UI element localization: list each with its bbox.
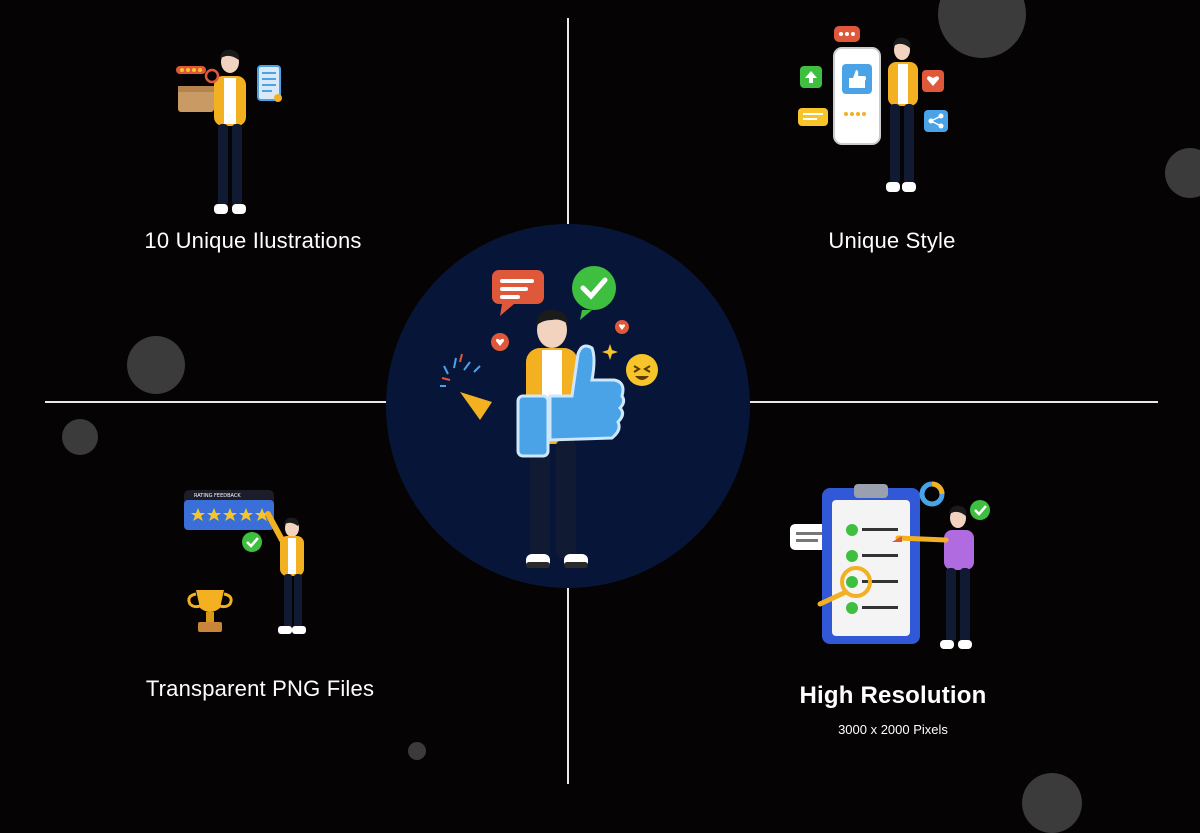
divider-horizontal-right xyxy=(750,401,1158,403)
man-thumbs-up-icon xyxy=(440,266,658,568)
divider-vertical-top xyxy=(567,18,569,224)
feature-subtitle-resolution: 3000 x 2000 Pixels xyxy=(838,722,948,737)
feature-title-illustrations: 10 Unique Ilustrations xyxy=(144,228,362,253)
woman-with-clipboard-checklist-icon xyxy=(790,481,990,649)
man-rating-stars-trophy-icon: RATING FEEDBACK xyxy=(184,490,306,634)
divider-vertical-bottom xyxy=(567,588,569,784)
decor-bubble xyxy=(62,419,98,455)
divider-horizontal-left xyxy=(45,401,386,403)
feature-title-transparent-png: Transparent PNG Files xyxy=(145,676,375,701)
rating-card-caption: RATING FEEDBACK xyxy=(194,493,241,499)
decor-bubble xyxy=(127,336,185,394)
feature-title-high-resolution: High Resolution xyxy=(799,682,987,709)
decor-bubble xyxy=(1165,148,1200,198)
feature-showcase: RATING FEEDBACK xyxy=(45,0,1200,833)
feature-title-unique-style: Unique Style xyxy=(828,228,956,253)
decor-bubble xyxy=(408,742,426,760)
decor-bubble xyxy=(1022,773,1082,833)
man-with-box-and-clipboard-icon xyxy=(176,49,282,214)
man-with-phone-social-icons-icon xyxy=(798,26,948,192)
